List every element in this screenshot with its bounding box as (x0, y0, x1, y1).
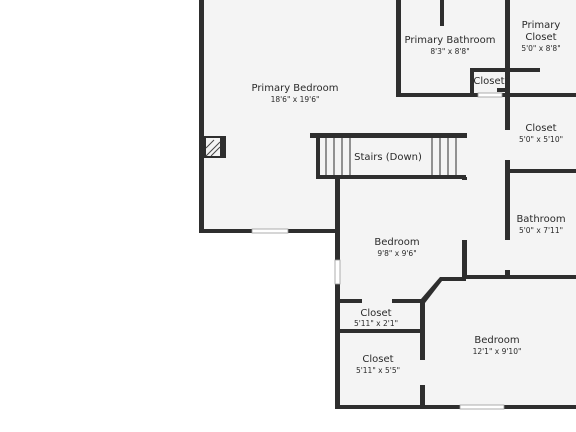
room-name: Bathroom (516, 214, 565, 225)
room-dims: 9'8" x 9'6" (377, 249, 416, 258)
window (477, 92, 503, 98)
room-labels: Primary Bedroom 18'6" x 19'6" Primary Ba… (251, 20, 565, 375)
room-dims: 5'11" x 2'1" (354, 319, 398, 328)
room-dims: 8'3" x 8'8" (430, 47, 469, 56)
room-dims: 5'0" x 5'10" (519, 135, 563, 144)
room-dims: 5'0" x 8'8" (521, 44, 560, 53)
room-dims: 18'6" x 19'6" (271, 95, 320, 104)
room-name: Closet (525, 32, 556, 43)
room-name: Primary Bedroom (251, 83, 338, 94)
room-name: Primary Bathroom (405, 35, 496, 46)
floor-area (200, 0, 576, 408)
stair-treads (325, 138, 457, 175)
fireplace-icon (204, 136, 226, 158)
room-name: Closet (473, 76, 504, 87)
room-name: Primary (522, 20, 561, 31)
window (251, 228, 289, 234)
room-name: Closet (360, 308, 391, 319)
room-name: Bedroom (474, 335, 519, 346)
door-openings (362, 97, 510, 385)
room-name: Stairs (Down) (354, 152, 422, 163)
room-name: Closet (362, 354, 393, 365)
room-dims: 12'1" x 9'10" (473, 347, 522, 356)
room-name: Bedroom (374, 237, 419, 248)
window (334, 259, 341, 285)
windows (251, 92, 505, 410)
room-dims: 5'0" x 7'11" (519, 226, 563, 235)
room-dims: 5'11" x 5'5" (356, 366, 400, 375)
window (459, 404, 505, 410)
room-name: Closet (525, 123, 556, 134)
